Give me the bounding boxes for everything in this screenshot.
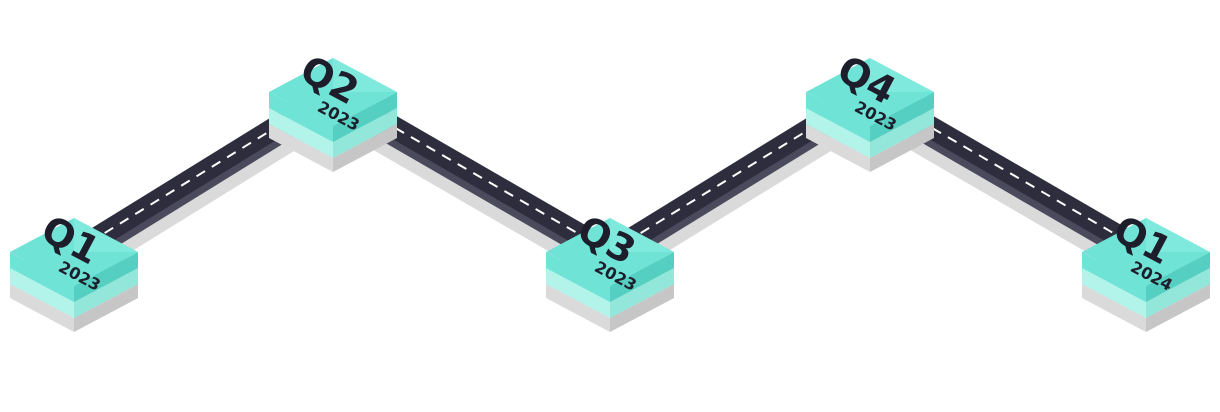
tile-middle-left-face [10, 268, 74, 318]
tile-base-left-face [269, 124, 333, 172]
tile-middle-left-face [269, 108, 333, 158]
tile-base-right-face [74, 284, 138, 332]
tile-top-left-face [806, 92, 870, 142]
tile-highlight [610, 218, 674, 252]
tile-top-right-face [1146, 252, 1210, 302]
tile-base-left-face [10, 284, 74, 332]
tile-base-right-face [333, 124, 397, 172]
tile-middle-right-face [1146, 268, 1210, 318]
tile-highlight [333, 58, 397, 92]
tile-highlight [1146, 218, 1210, 252]
tile-top-right-face [870, 92, 934, 142]
tile-top-right-face [333, 92, 397, 142]
tile-base-left-face [806, 124, 870, 172]
tile-middle-right-face [610, 268, 674, 318]
tile-highlight [870, 58, 934, 92]
tile-top-right-face [74, 252, 138, 302]
tile-base-right-face [870, 124, 934, 172]
tile-top-left-face [10, 252, 74, 302]
tile-middle-right-face [74, 268, 138, 318]
tile-top-left-face [269, 92, 333, 142]
tile-top-right-face [610, 252, 674, 302]
tile-base-right-face [610, 284, 674, 332]
tile-middle-right-face [333, 108, 397, 158]
tile-middle-left-face [1082, 268, 1146, 318]
tile-middle-right-face [870, 108, 934, 158]
tile-top-left-face [1082, 252, 1146, 302]
tile-middle-left-face [546, 268, 610, 318]
tile-base-left-face [546, 284, 610, 332]
tile-middle-left-face [806, 108, 870, 158]
tile-base-right-face [1146, 284, 1210, 332]
tile-base-left-face [1082, 284, 1146, 332]
tile-highlight [74, 218, 138, 252]
tile-top-left-face [546, 252, 610, 302]
